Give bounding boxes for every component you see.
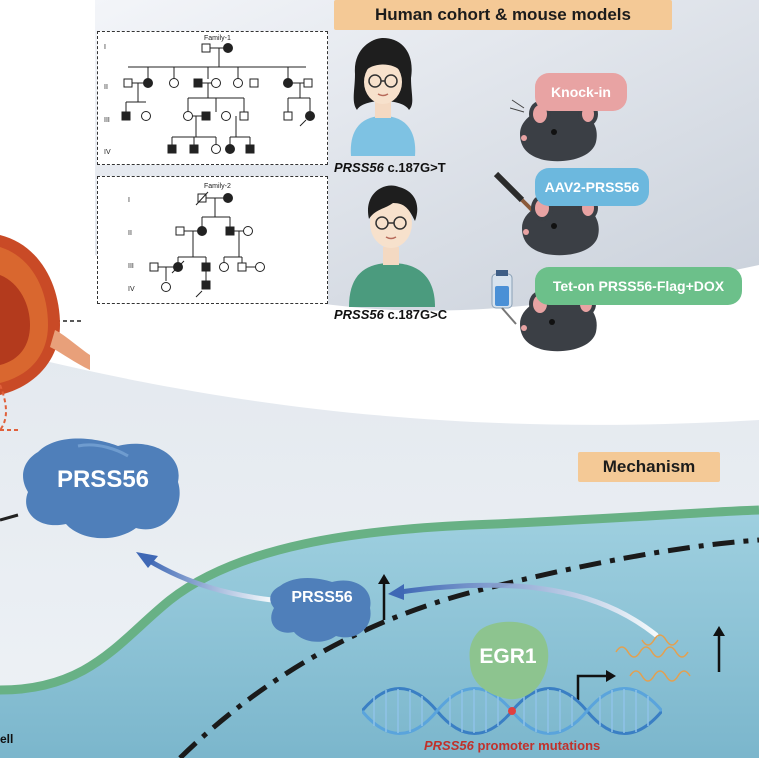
gene-name: PRSS56 xyxy=(334,307,384,322)
translation-arrow xyxy=(397,582,659,638)
family-2-pedigree: I II III IV Family-2 xyxy=(97,176,328,304)
left-connector xyxy=(0,513,19,522)
protein-up-arrowhead xyxy=(378,574,390,584)
generation-label: IV xyxy=(128,286,135,293)
dna-helix xyxy=(362,687,662,735)
generation-label: I xyxy=(104,44,106,51)
mrna-transcripts xyxy=(615,634,691,682)
generation-label: III xyxy=(104,117,110,124)
nucleus-boundary xyxy=(178,537,759,758)
variant: c.187G>T xyxy=(387,160,446,175)
transcription-start-arrow xyxy=(576,674,608,700)
patient-2-mutation: PRSS56 c.187G>C xyxy=(334,307,447,322)
generation-label: II xyxy=(104,84,108,91)
mouse-aav2-illustration xyxy=(493,171,599,256)
generation-label: I xyxy=(128,197,130,204)
promoter-gene: PRSS56 xyxy=(424,738,474,753)
promoter-mutations-caption: PRSS56 promoter mutations xyxy=(424,738,600,753)
promoter-text: promoter mutations xyxy=(477,738,601,753)
mechanism-banner: Mechanism xyxy=(578,452,720,482)
gene-name: PRSS56 xyxy=(334,160,384,175)
pedigree-title: Family-1 xyxy=(204,35,231,42)
eye-illustration xyxy=(0,235,90,431)
patient-girl-illustration xyxy=(350,38,416,156)
cohort-models-banner: Human cohort & mouse models xyxy=(334,0,672,30)
secreted-protein-label: PRSS56 xyxy=(56,466,150,493)
intracellular-prss56-protein xyxy=(270,578,371,642)
variant: c.187G>C xyxy=(387,307,448,322)
secretion-arrow xyxy=(145,557,275,603)
tet-on-model-label: Tet-on PRSS56-Flag+DOX xyxy=(535,267,742,305)
promoter-mutation-site xyxy=(508,707,516,715)
generation-label: III xyxy=(128,263,134,270)
family-1-pedigree-chart: I II III IV Family-1 xyxy=(104,35,315,156)
secreted-prss56-protein xyxy=(23,438,180,539)
pedigree-title: Family-2 xyxy=(204,183,231,190)
mrna-up-arrowhead xyxy=(713,626,725,636)
family-2-pedigree-chart: I II III IV Family-2 xyxy=(128,183,265,298)
generation-label: II xyxy=(128,230,132,237)
intracellular-protein-label: PRSS56 xyxy=(291,589,353,606)
egr1-label: EGR1 xyxy=(479,645,537,668)
patient-boy-illustration xyxy=(349,185,435,307)
translation-arrowhead xyxy=(388,584,404,600)
knock-in-model-label: Knock-in xyxy=(535,73,627,111)
cell-membrane xyxy=(0,505,759,695)
family-1-pedigree: I II III IV Family-1 xyxy=(97,31,328,165)
egr1-protein xyxy=(469,621,549,700)
cell-label-fragment: ell xyxy=(0,732,14,746)
aav2-model-label: AAV2-PRSS56 xyxy=(535,168,649,206)
patient-1-mutation: PRSS56 c.187G>T xyxy=(334,160,446,175)
secretion-arrowhead xyxy=(136,552,158,568)
generation-label: IV xyxy=(104,149,111,156)
